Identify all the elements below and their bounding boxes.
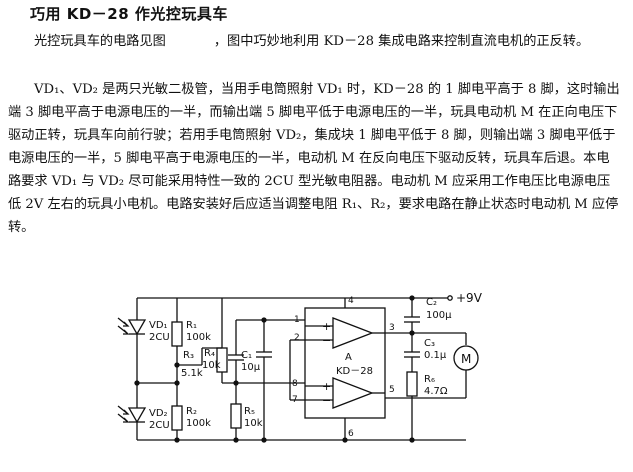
- r6-label: R₆: [424, 374, 435, 385]
- r3-label: R₃: [183, 350, 194, 361]
- photodiode-vd1: [117, 317, 147, 336]
- pin-6: 6: [348, 429, 354, 439]
- pin-1: 1: [294, 315, 300, 325]
- photodiode-vd2: [117, 405, 147, 424]
- pin-2: 2: [294, 333, 300, 343]
- pin-3: 3: [389, 323, 395, 333]
- resistor-r2: [171, 405, 183, 431]
- vd1-label: VD₁: [149, 320, 168, 331]
- resistor-r1: [171, 321, 183, 347]
- article-title: 巧用 KD－28 作光控玩具车: [30, 5, 228, 23]
- pin-4: 4: [348, 296, 354, 306]
- paragraph-intro: 光控玩具车的电路见图 ，图中巧妙地利用 KD－28 集成电路来控制直流电机的正反转…: [8, 30, 620, 53]
- ic-name: KD－28: [336, 366, 373, 377]
- vd2-type: 2CU: [149, 420, 170, 431]
- r6-value: 4.7Ω: [424, 386, 448, 397]
- c1-value: 10μ: [241, 362, 261, 373]
- r2-label: R₂: [186, 406, 197, 417]
- supply-label: +9V: [456, 291, 483, 305]
- c2-value: 100μ: [426, 310, 452, 321]
- r3-value: 5.1k: [181, 368, 203, 379]
- resistor-r5: [230, 403, 242, 429]
- pin-5: 5: [389, 385, 395, 395]
- c3-label: C₃: [424, 338, 435, 349]
- r5-label: R₅: [244, 406, 255, 417]
- c1-label: C₁: [241, 350, 252, 361]
- vd1-type: 2CU: [149, 332, 170, 343]
- r4-label: R₄: [204, 348, 215, 359]
- r2-value: 100k: [186, 418, 211, 429]
- r4-value: 10k: [202, 360, 221, 371]
- ic-label: A: [345, 352, 352, 363]
- vd2-label: VD₂: [149, 408, 168, 419]
- paragraph-description: VD₁、VD₂ 是两只光敏二极管，当用手电筒照射 VD₁ 时，KD－28 的 1…: [8, 82, 620, 235]
- intro-text-a: 光控玩具车的电路见图: [34, 34, 166, 49]
- circuit-diagram: +9V VD₁ 2CU VD₂ 2CU R₁ 100k R₂ 100k: [117, 291, 483, 443]
- pin-8: 8: [292, 379, 298, 389]
- motor-label: M: [461, 352, 471, 366]
- ic-kd28: [304, 307, 386, 419]
- r1-value: 100k: [186, 332, 211, 343]
- c3-value: 0.1μ: [424, 350, 447, 361]
- resistor-r6: [406, 371, 418, 397]
- r5-value: 10k: [244, 418, 263, 429]
- c2-label: C₂: [426, 297, 437, 308]
- intro-text-b: ，图中巧妙地利用 KD－28 集成电路来控制直流电机的正反转。: [213, 34, 590, 49]
- r1-label: R₁: [186, 320, 197, 331]
